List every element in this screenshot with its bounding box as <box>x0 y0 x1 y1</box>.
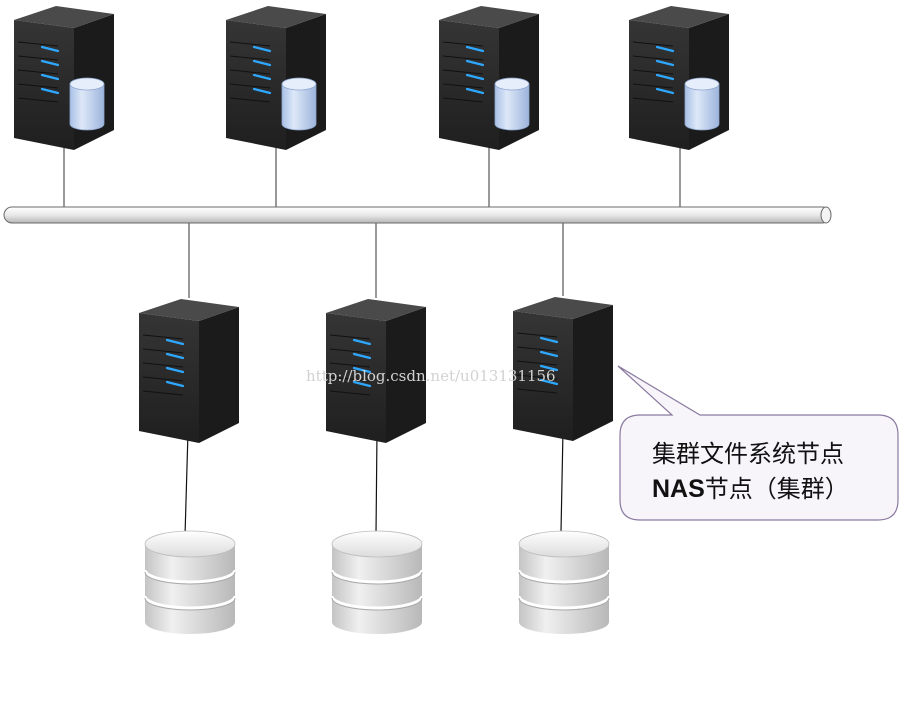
bottom-connectors <box>188 222 564 298</box>
nas-server-icon <box>137 297 241 445</box>
callout-title: 集群文件系统节点 <box>652 440 844 468</box>
callout-bubble: 集群文件系统节点 NAS节点（集群） <box>617 365 899 521</box>
watermark: http://blog.csdn.net/u013131156 <box>306 367 556 385</box>
network-bus <box>3 206 832 224</box>
server-icon <box>437 4 541 152</box>
storage-array-icon <box>143 529 237 636</box>
disk-icon <box>281 77 317 131</box>
storage-array-icon <box>330 529 424 636</box>
server-icon <box>627 4 731 152</box>
disk-icon <box>494 77 530 131</box>
callout-subtitle-rest: 节点（集群） <box>705 475 849 503</box>
server-icon <box>224 4 328 152</box>
callout-subtitle: NAS节点（集群） <box>652 475 849 503</box>
top-connectors <box>63 132 681 208</box>
disk-icon <box>684 77 720 131</box>
storage-array-icon <box>517 529 611 636</box>
storage-connectors <box>184 429 564 537</box>
disk-icon <box>69 77 105 131</box>
callout-nas-label: NAS <box>652 475 705 503</box>
server-icon <box>12 4 116 152</box>
